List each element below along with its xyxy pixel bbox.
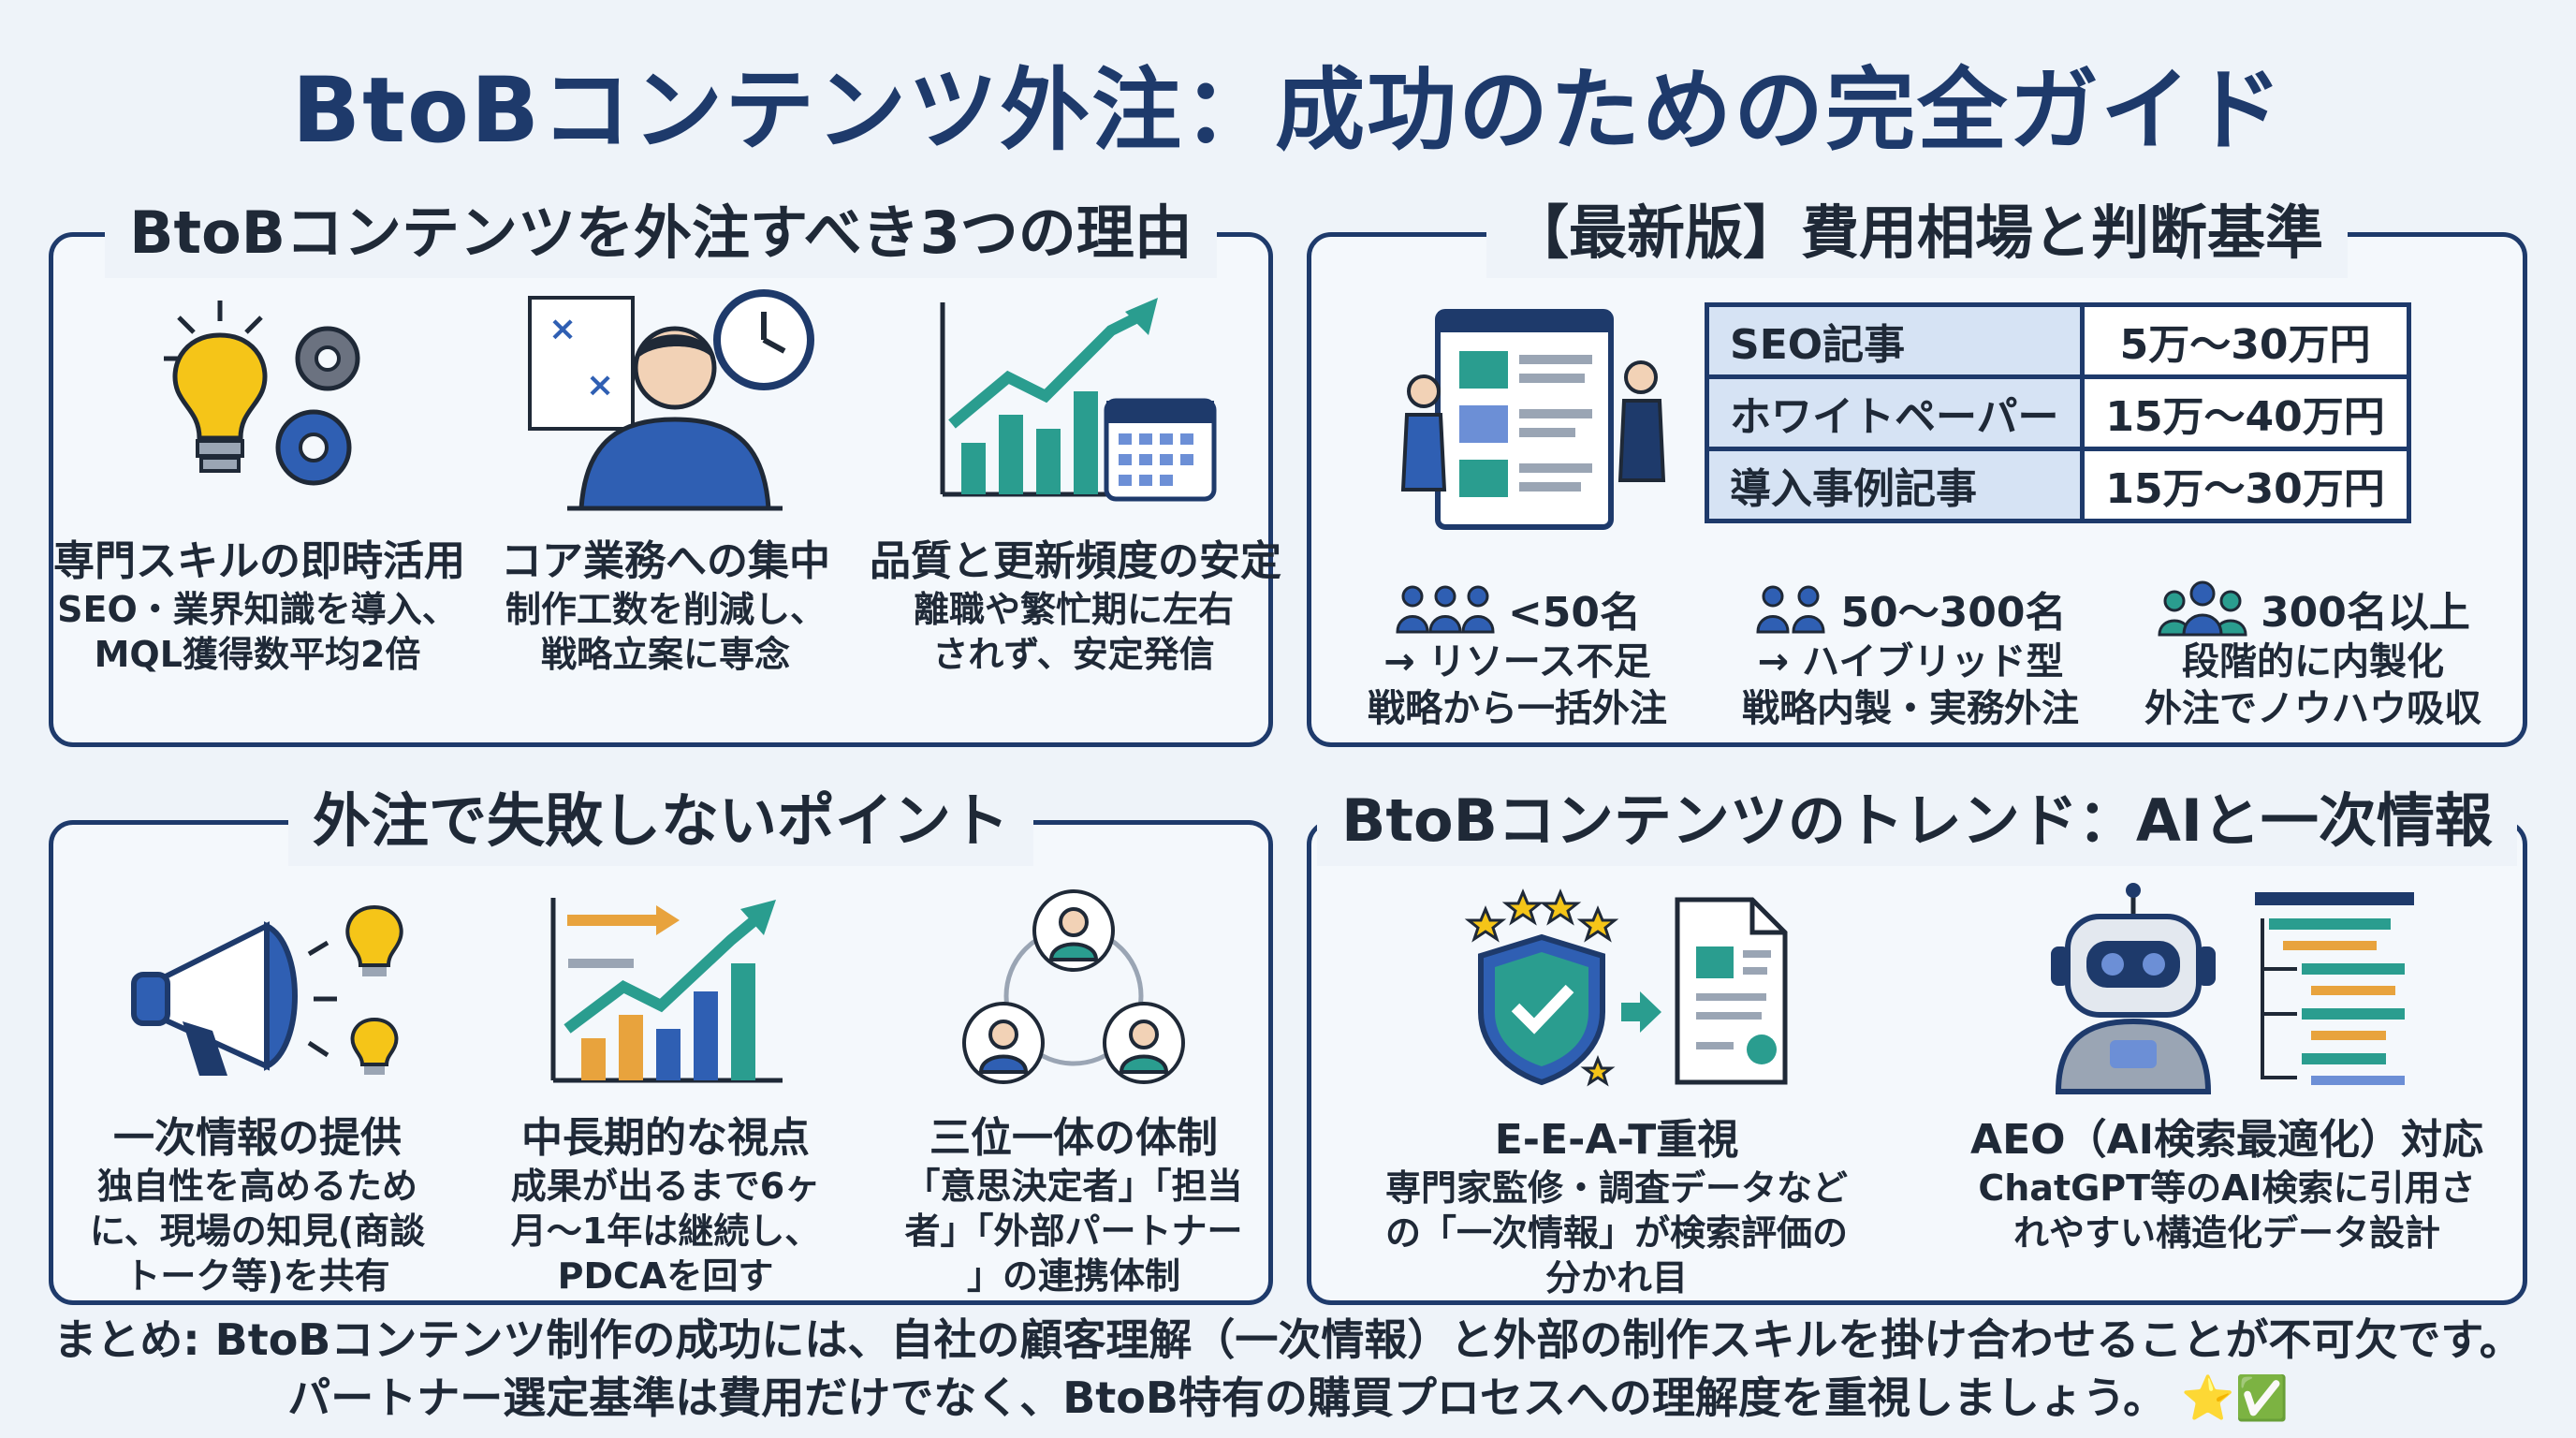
segment-size: 300名以上 <box>2261 589 2470 637</box>
summary-line-2: パートナー選定基準は費用だけでなく、BtoB特有の購買プロセスへの理解度を重視し… <box>287 1372 2167 1423</box>
price-table: SEO記事 5万〜30万円 ホワイトペーパー 15万〜40万円 導入事例記事 1… <box>1705 302 2411 523</box>
trend-title: AEO（AI検索最適化）対応 <box>1970 1116 2483 1164</box>
pricing-panel: 【最新版】費用相場と判断基準 SEO記事 5万〜30万円 ホワイトペーパー 15… <box>1307 188 2527 747</box>
point-desc: に、現場の知見(商談 <box>89 1211 426 1252</box>
trend-title: E-E-A-T重視 <box>1494 1116 1739 1164</box>
point-desc: 」の連携体制 <box>966 1255 1180 1297</box>
trends-panel: BtoBコンテンツのトレンド：AIと一次情報 E-E-A-T重視 専門家監修・調… <box>1307 776 2527 1305</box>
point-desc: 成果が出るまで6ヶ <box>510 1166 821 1207</box>
point-desc: トーク等)を共有 <box>124 1255 390 1297</box>
shield-document-icon <box>1464 888 1788 1087</box>
table-row: SEO記事 5万〜30万円 <box>1705 302 2411 379</box>
segment-desc: 段階的に内製化 <box>2182 640 2444 683</box>
segment-desc: 戦略から一括外注 <box>1368 687 1667 730</box>
reason-desc: MQL獲得数平均2倍 <box>94 634 421 675</box>
point-title: 中長期的な視点 <box>521 1114 810 1162</box>
segment-medium: 50〜300名 → ハイブリッド型 戦略内製・実務外注 <box>1723 579 2098 732</box>
person-clock-icon: × × <box>528 289 814 511</box>
reason-desc: 制作工数を削減し、 <box>505 589 826 630</box>
group-small-icon <box>1396 585 1495 634</box>
growth-chart-calendar-icon <box>940 298 1217 502</box>
reasons-heading: BtoBコンテンツを外注すべき3つの理由 <box>105 188 1217 278</box>
reason-desc: されず、安定発信 <box>932 634 1215 675</box>
price-item-value: 5万〜30万円 <box>2079 302 2411 379</box>
point-title: 一次情報の提供 <box>113 1114 402 1162</box>
point-item-primary-info: 一次情報の提供 独自性を高めるため に、現場の知見(商談 トーク等)を共有 <box>53 888 461 1299</box>
reason-item-focus: × × コア業務への集中 制作工数を削減し、 戦略立案に専念 <box>461 284 870 677</box>
reason-desc: 戦略立案に専念 <box>540 634 790 675</box>
summary-line-1: まとめ: BtoBコンテンツ制作の成功には、自社の顧客理解（一次情報）と外部の制… <box>53 1314 2523 1365</box>
points-heading: 外注で失敗しないポイント <box>287 776 1033 866</box>
group-large-icon <box>2158 580 2247 637</box>
points-panel: 外注で失敗しないポイント 一次情報の提供 独自性を高めるため に、現場の知見(商… <box>49 776 1273 1305</box>
trend-desc: ChatGPT等のAI検索に引用さ <box>1978 1167 2476 1209</box>
svg-text:×: × <box>549 310 577 348</box>
segment-desc: 外注でノウハウ吸収 <box>2144 687 2481 730</box>
point-desc: 者」「外部パートナー <box>904 1211 1243 1252</box>
trend-item-eeat: E-E-A-T重視 専門家監修・調査データなど の「一次情報」が検索評価の 分か… <box>1311 881 1922 1300</box>
trends-heading: BtoBコンテンツのトレンド：AIと一次情報 <box>1317 776 2517 866</box>
segment-desc: → ハイブリッド型 <box>1757 640 2064 683</box>
price-item-value: 15万〜30万円 <box>2079 447 2411 523</box>
reason-desc: 離職や繁忙期に左右 <box>913 589 1234 630</box>
page-title: BtoBコンテンツ外注：成功のための完全ガイド <box>291 58 2285 163</box>
trend-desc: 分かれ目 <box>1544 1257 1688 1299</box>
svg-text:×: × <box>586 366 614 404</box>
lightbulb-gear-icon <box>164 301 360 486</box>
team-circle-icon <box>962 889 1185 1084</box>
segment-size: <50名 <box>1507 589 1642 637</box>
reason-title: コア業務への集中 <box>501 537 830 585</box>
reasons-panel: BtoBコンテンツを外注すべき3つの理由 専門スキルの即時活用 SEO・業界知識… <box>49 188 1281 747</box>
trend-desc: 専門家監修・調査データなど <box>1384 1167 1848 1209</box>
reason-item-stability: 品質と更新頻度の安定 離職や繁忙期に左右 されず、安定発信 <box>870 284 1281 677</box>
segment-small: <50名 → リソース不足 戦略から一括外注 <box>1330 579 1705 732</box>
price-item-name: SEO記事 <box>1705 302 2085 379</box>
trend-item-aeo: AEO（AI検索最適化）対応 ChatGPT等のAI検索に引用さ れやすい構造化… <box>1922 881 2532 1255</box>
megaphone-icon <box>131 904 403 1076</box>
robot-structured-data-icon <box>2051 883 2414 1094</box>
point-desc: PDCAを回す <box>557 1255 774 1297</box>
price-item-name: ホワイトペーパー <box>1705 374 2085 451</box>
price-item-name: 導入事例記事 <box>1705 447 2085 523</box>
reason-title: 品質と更新頻度の安定 <box>870 537 1281 585</box>
point-title: 三位一体の体制 <box>929 1114 1218 1162</box>
reason-desc: SEO・業界知識を導入、 <box>57 589 458 630</box>
table-row: ホワイトペーパー 15万〜40万円 <box>1705 374 2411 451</box>
point-item-trinity: 三位一体の体制 「意思決定者」「担当 者」「外部パートナー 」の連携体制 <box>870 888 1278 1299</box>
group-medium-icon <box>1756 585 1825 634</box>
pricing-heading: 【最新版】費用相場と判断基準 <box>1486 188 2348 278</box>
table-row: 導入事例記事 15万〜30万円 <box>1705 447 2411 523</box>
trend-desc: れやすい構造化データ設計 <box>2012 1212 2440 1254</box>
point-desc: 独自性を高めるため <box>96 1166 417 1207</box>
presentation-people-icon <box>1400 309 1666 530</box>
summary: まとめ: BtoBコンテンツ制作の成功には、自社の顧客理解（一次情報）と外部の制… <box>0 1311 2576 1427</box>
trend-desc: の「一次情報」が検索評価の <box>1384 1212 1848 1254</box>
segment-size: 50〜300名 <box>1840 589 2067 637</box>
reason-item-expertise: 専門スキルの即時活用 SEO・業界知識を導入、 MQL獲得数平均2倍 <box>53 284 465 677</box>
segment-desc: 戦略内製・実務外注 <box>1742 687 2079 730</box>
price-item-value: 15万〜40万円 <box>2079 374 2411 451</box>
star-check-emoji: ⭐✅ <box>2181 1372 2289 1423</box>
trend-chart-icon <box>550 898 783 1083</box>
point-desc: 「意思決定者」「担当 <box>904 1166 1243 1207</box>
point-desc: 月〜1年は継続し、 <box>510 1211 821 1252</box>
reason-title: 専門スキルの即時活用 <box>53 537 465 585</box>
segment-large: 300名以上 段階的に内製化 外注でノウハウ吸収 <box>2116 579 2510 732</box>
segment-desc: → リソース不足 <box>1383 640 1651 683</box>
point-item-long-term: 中長期的な視点 成果が出るまで6ヶ 月〜1年は継続し、 PDCAを回す <box>461 888 870 1299</box>
